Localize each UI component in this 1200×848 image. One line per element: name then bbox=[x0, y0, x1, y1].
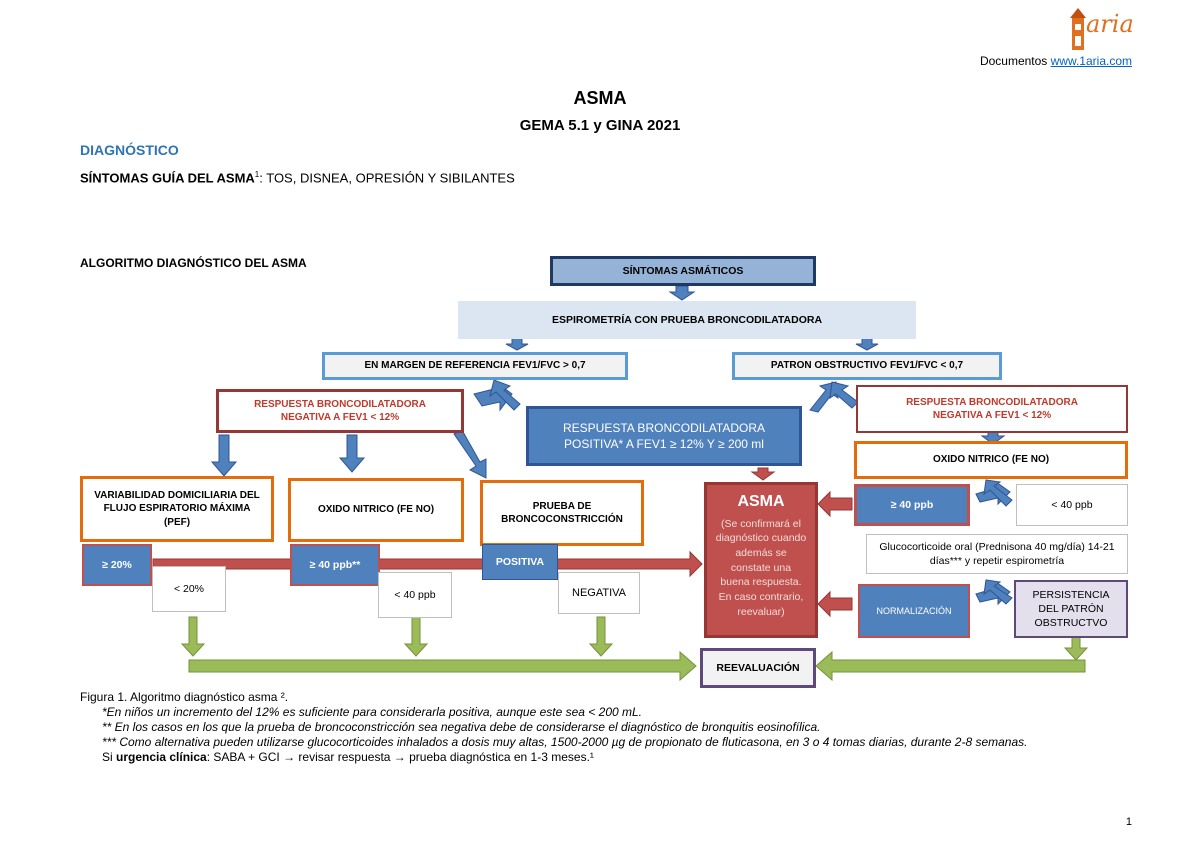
tower-icon bbox=[1070, 8, 1086, 50]
patron-label: PATRON OBSTRUCTIVO FEV1/FVC < 0,7 bbox=[770, 360, 964, 372]
normalizacion-label: NORMALIZACIÓN bbox=[876, 605, 952, 616]
arrow-down bbox=[338, 434, 366, 473]
resp-pos-box: RESPUESTA BRONCODILATADORA POSITIVA* A F… bbox=[526, 406, 802, 466]
lt20-label: < 20% bbox=[173, 582, 205, 595]
resp-neg-left-line2: NEGATIVA A FEV1 < 12% bbox=[280, 412, 400, 423]
arrow-down bbox=[750, 467, 776, 481]
positiva-box: POSITIVA bbox=[482, 544, 558, 580]
margen-box: EN MARGEN DE REFERENCIA FEV1/FVC > 0,7 bbox=[322, 352, 628, 380]
prueba-bronco-box: PRUEBA DE BRONCOCONSTRICCIÓN bbox=[480, 480, 644, 546]
arrow-left bbox=[817, 590, 853, 618]
reevaluacion-label: REEVALUACIÓN bbox=[716, 661, 800, 674]
sintomas-label: SÍNTOMAS ASMÁTICOS bbox=[622, 264, 744, 277]
figure-caption: Figura 1. Algoritmo diagnóstico asma ². bbox=[80, 690, 289, 704]
footnotes: Figura 1. Algoritmo diagnóstico asma ². … bbox=[80, 690, 1027, 765]
lt40-right-label: < 40 ppb bbox=[1051, 498, 1093, 511]
documents-prefix: Documentos bbox=[979, 54, 1051, 68]
arrow-down bbox=[180, 616, 206, 657]
documents-link-line: Documentos www.1aria.com bbox=[980, 54, 1132, 68]
section-heading: DIAGNÓSTICO bbox=[80, 142, 179, 158]
ge20-box: ≥ 20% bbox=[82, 544, 152, 586]
arrow-diag bbox=[453, 429, 487, 479]
lt20-box: < 20% bbox=[152, 566, 226, 612]
website-link[interactable]: www.1aria.com bbox=[1050, 54, 1132, 68]
normalizacion-box: NORMALIZACIÓN bbox=[858, 584, 970, 638]
arrow-left bbox=[817, 490, 853, 518]
footnote-1: *En niños un incremento del 12% es sufic… bbox=[102, 705, 642, 719]
logo-text: aria bbox=[1086, 10, 1134, 38]
algorithm-title: ALGORITMO DIAGNÓSTICO DEL ASMA bbox=[80, 256, 307, 270]
persistencia-box: PERSISTENCIA DEL PATRÓN OBSTRUCTVO bbox=[1014, 580, 1128, 638]
resp-neg-right-line1: RESPUESTA BRONCODILATADORA bbox=[906, 396, 1078, 408]
aria-logo: aria bbox=[1066, 6, 1134, 50]
persistencia-label: PERSISTENCIA DEL PATRÓN OBSTRUCTVO bbox=[1032, 588, 1110, 630]
oxido-left-box: OXIDO NITRICO (FE NO) bbox=[288, 478, 464, 542]
arrow-diag bbox=[489, 379, 521, 411]
espirometria-box: ESPIROMETRÍA CON PRUEBA BRONCODILATADORA bbox=[458, 301, 916, 339]
oxido-left-label: OXIDO NITRICO (FE NO) bbox=[317, 504, 435, 516]
symptoms-ref: 1 bbox=[254, 170, 260, 179]
symptoms-text: : TOS, DISNEA, OPRESIÓN Y SIBILANTES bbox=[259, 170, 515, 186]
ge40-right-label: ≥ 40 ppb bbox=[890, 498, 934, 511]
resp-pos-line1: RESPUESTA BRONCODILATADORA bbox=[562, 420, 766, 435]
ge40-left-label: ≥ 40 ppb** bbox=[309, 558, 361, 571]
gluco-label: Glucocorticoide oral (Prednisona 40 mg/d… bbox=[879, 540, 1115, 567]
prueba-bronco-label: PRUEBA DE BRONCOCONSTRICCIÓN bbox=[501, 500, 623, 526]
resp-neg-left-line1: RESPUESTA BRONCODILATADORA bbox=[254, 398, 426, 410]
urgencia-label: urgencia clínica bbox=[116, 750, 207, 764]
arrow-down bbox=[1063, 635, 1089, 661]
arrow-to-reeval-right bbox=[815, 650, 1086, 682]
arrow-down bbox=[403, 616, 429, 657]
lt40-left-label: < 40 ppb bbox=[394, 588, 436, 601]
sintomas-box: SÍNTOMAS ASMÁTICOS bbox=[550, 256, 816, 286]
espirometria-label: ESPIROMETRÍA CON PRUEBA BRONCODILATADORA bbox=[551, 313, 823, 326]
symptoms-line: SÍNTOMAS GUÍA DEL ASMA1: TOS, DISNEA, OP… bbox=[80, 170, 515, 185]
symptoms-label: SÍNTOMAS GUÍA DEL ASMA bbox=[80, 170, 255, 186]
negativa-box: NEGATIVA bbox=[558, 572, 640, 614]
asma-title: ASMA bbox=[737, 493, 785, 510]
page-title: ASMA bbox=[573, 88, 627, 108]
ge40-right-box: ≥ 40 ppb bbox=[854, 484, 970, 526]
footnote-3: *** Como alternativa pueden utilizarse g… bbox=[102, 735, 1028, 749]
resp-neg-left-box: RESPUESTA BRONCODILATADORA NEGATIVA A FE… bbox=[216, 389, 464, 433]
arrow-to-asma bbox=[152, 550, 703, 578]
resp-neg-right-box: RESPUESTA BRONCODILATADORA NEGATIVA A FE… bbox=[856, 385, 1128, 433]
positiva-label: POSITIVA bbox=[495, 555, 545, 568]
resp-pos-line2: POSITIVA* A FEV1 ≥ 12% Y ≥ 200 ml bbox=[564, 437, 764, 451]
negativa-label: NEGATIVA bbox=[572, 586, 626, 599]
arrow-down bbox=[855, 337, 879, 351]
asma-box: ASMA (Se confirmará el diagnóstico cuand… bbox=[704, 482, 818, 638]
ge20-label: ≥ 20% bbox=[102, 558, 132, 571]
urgencia-prefix: Si bbox=[102, 750, 117, 764]
arrow-diag bbox=[983, 579, 1013, 605]
lt40-left-box: < 40 ppb bbox=[378, 572, 452, 618]
patron-box: PATRON OBSTRUCTIVO FEV1/FVC < 0,7 bbox=[732, 352, 1002, 380]
arrow-down bbox=[668, 285, 696, 301]
variabilidad-box: VARIABILIDAD DOMICILIARIA DEL FLUJO ESPI… bbox=[80, 476, 274, 542]
gluco-box: Glucocorticoide oral (Prednisona 40 mg/d… bbox=[866, 534, 1128, 574]
lt40-right-box: < 40 ppb bbox=[1016, 484, 1128, 526]
arrow-diag bbox=[983, 479, 1013, 507]
reevaluacion-box: REEVALUACIÓN bbox=[700, 648, 816, 688]
arrow-to-reeval-left bbox=[188, 650, 697, 682]
arrow-diag bbox=[829, 381, 859, 409]
arrow-down bbox=[588, 616, 614, 657]
arrow-down bbox=[210, 434, 238, 477]
urgencia-text: : SABA + GCI → revisar respuesta → prueb… bbox=[206, 750, 594, 764]
page-number: 1 bbox=[1125, 816, 1132, 828]
page-subtitle: GEMA 5.1 y GINA 2021 bbox=[519, 117, 681, 134]
ge40-left-box: ≥ 40 ppb** bbox=[290, 544, 380, 586]
margen-label: EN MARGEN DE REFERENCIA FEV1/FVC > 0,7 bbox=[364, 360, 586, 372]
footnote-2: ** En los casos en los que la prueba de … bbox=[102, 720, 821, 734]
oxido-right-box: OXIDO NITRICO (FE NO) bbox=[854, 441, 1128, 479]
urgencia-line: Si urgencia clínica: SABA + GCI → revisa… bbox=[80, 750, 1027, 765]
arrow-down bbox=[505, 337, 529, 351]
oxido-right-label: OXIDO NITRICO (FE NO) bbox=[932, 454, 1050, 466]
resp-neg-right-line2: NEGATIVA A FEV1 < 12% bbox=[932, 410, 1052, 421]
variabilidad-label: VARIABILIDAD DOMICILIARIA DEL FLUJO ESPI… bbox=[94, 489, 260, 528]
asma-text: (Se confirmará el diagnóstico cuando ade… bbox=[715, 517, 807, 618]
